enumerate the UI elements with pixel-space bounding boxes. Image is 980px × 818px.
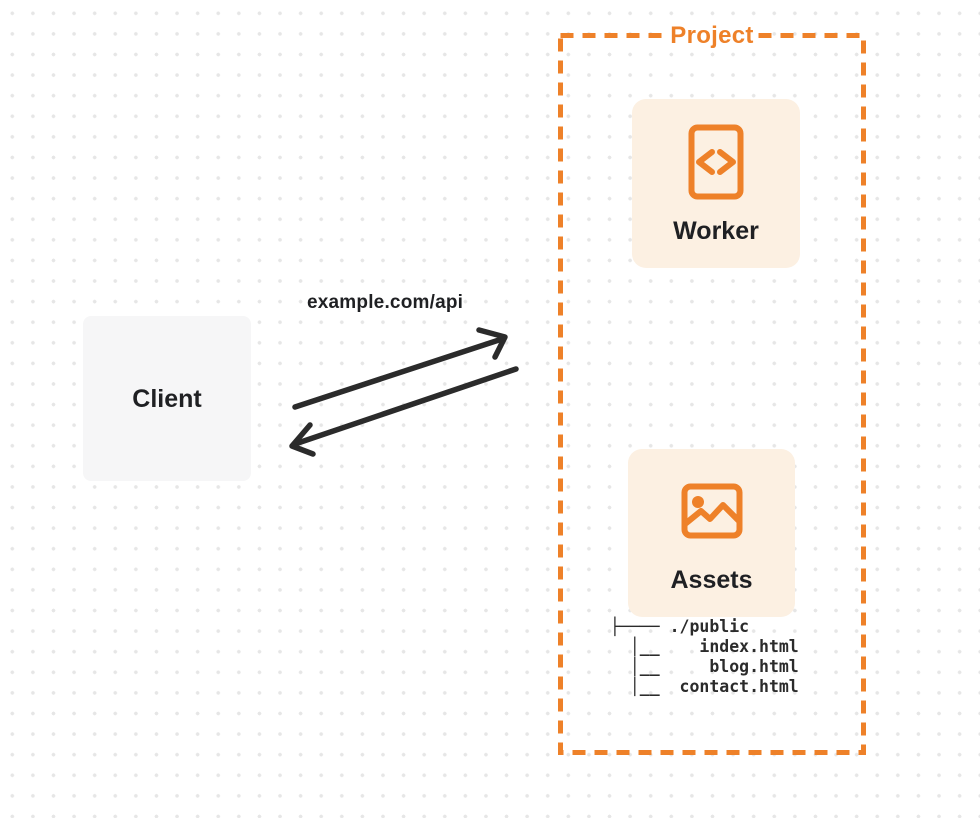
response-arrow bbox=[289, 366, 519, 457]
assets-file-tree: ├──── ./public │__ index.html │__ blog.h… bbox=[610, 617, 799, 697]
project-boundary: Project bbox=[558, 22, 866, 755]
assets-node: Assets bbox=[628, 449, 795, 617]
request-arrow bbox=[292, 327, 508, 410]
worker-node: Worker bbox=[632, 99, 800, 268]
project-dashed-border bbox=[558, 33, 866, 755]
code-document-icon bbox=[688, 124, 744, 200]
tree-line-blog: │__ blog.html bbox=[610, 657, 799, 676]
image-icon bbox=[681, 483, 742, 539]
tree-line-index: │__ index.html bbox=[610, 637, 799, 656]
tree-line-contact: │__ contact.html bbox=[610, 677, 799, 696]
client-node: Client bbox=[83, 316, 251, 481]
client-label: Client bbox=[132, 384, 202, 413]
project-label: Project bbox=[665, 22, 759, 50]
tree-line-public: ├──── ./public bbox=[610, 617, 750, 636]
assets-label: Assets bbox=[670, 566, 753, 594]
request-url-label: example.com/api bbox=[307, 292, 464, 313]
worker-label: Worker bbox=[673, 217, 759, 245]
